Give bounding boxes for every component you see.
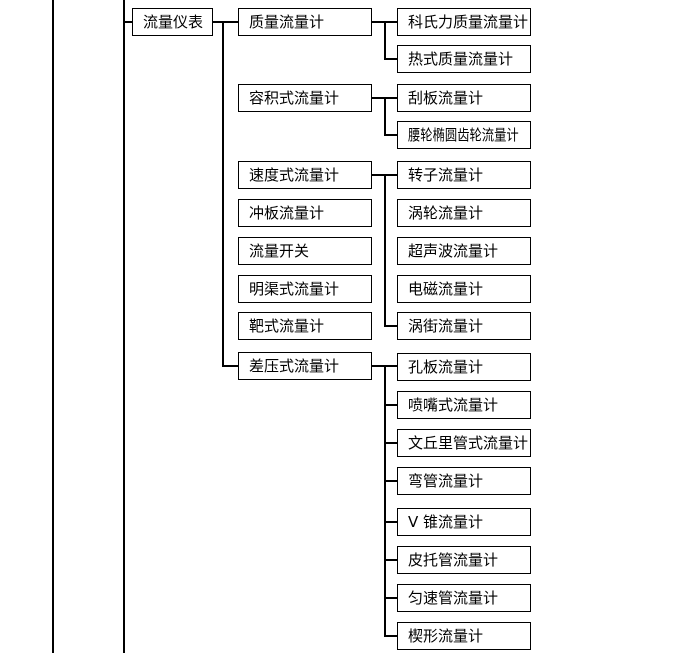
node-ultrasonic-flowmeter: 超声波流量计 [397, 237, 531, 265]
node-label: 容积式流量计 [249, 88, 340, 107]
node-label: 差压式流量计 [249, 356, 340, 375]
node-nozzle-flowmeter: 喷嘴式流量计 [397, 391, 531, 419]
connector-stub-averaging-tube [384, 597, 398, 599]
node-label: V 锥流量计 [408, 512, 484, 531]
node-label: 明渠式流量计 [249, 279, 340, 298]
connector-trunk-vertical [222, 21, 224, 367]
node-label: 皮托管流量计 [408, 550, 499, 569]
connector-rule-to-root [124, 21, 133, 23]
node-flow-switch: 流量开关 [238, 237, 372, 265]
node-wedge-flowmeter: 楔形流量计 [397, 622, 531, 650]
connector-stub-roots-oval-gear [384, 134, 398, 136]
connector-mass-bracket-vertical [384, 21, 386, 60]
node-averaging-tube-flowmeter: 匀速管流量计 [397, 584, 531, 612]
node-pitot-tube-flowmeter: 皮托管流量计 [397, 546, 531, 574]
node-label: 腰轮椭圆齿轮流量计 [408, 125, 519, 144]
connector-pd-bracket-vertical [384, 97, 386, 136]
node-label: 孔板流量计 [408, 357, 484, 376]
node-positive-displacement-flowmeter: 容积式流量计 [238, 84, 372, 112]
connector-stub-venturi [384, 442, 398, 444]
node-label: 科氏力质量流量计 [408, 12, 529, 31]
node-label: 楔形流量计 [408, 626, 484, 645]
node-label: 电磁流量计 [408, 279, 484, 298]
connector-stub-wedge [384, 635, 398, 637]
node-mass-flowmeter: 质量流量计 [238, 8, 372, 36]
node-vortex-flowmeter: 涡街流量计 [397, 312, 531, 340]
node-turbine-flowmeter: 涡轮流量计 [397, 199, 531, 227]
node-label: 热式质量流量计 [408, 49, 514, 68]
node-impact-plate-flowmeter: 冲板流量计 [238, 199, 372, 227]
connector-root-to-trunk [212, 21, 239, 23]
node-label: 刮板流量计 [408, 88, 484, 107]
connector-stub-pitot [384, 559, 398, 561]
connector-stub-nozzle [384, 404, 398, 406]
node-v-cone-flowmeter: V 锥流量计 [397, 508, 531, 536]
connector-trunk-to-differential-pressure [222, 365, 239, 367]
node-label: 质量流量计 [249, 12, 325, 31]
connector-stub-v-cone [384, 521, 398, 523]
connector-dp-bracket-vertical [384, 365, 386, 637]
node-label: 涡街流量计 [408, 316, 484, 335]
node-label: 流量开关 [249, 241, 310, 260]
page-left-rule-line [52, 0, 54, 653]
node-open-channel-flowmeter: 明渠式流量计 [238, 275, 372, 303]
node-label: 转子流量计 [408, 165, 484, 184]
connector-stub-elbow [384, 480, 398, 482]
node-label: 喷嘴式流量计 [408, 395, 499, 414]
connector-stub-thermal-mass [384, 58, 398, 60]
node-label: 冲板流量计 [249, 203, 325, 222]
node-electromagnetic-flowmeter: 电磁流量计 [397, 275, 531, 303]
node-target-flowmeter: 靶式流量计 [238, 312, 372, 340]
node-venturi-tube-flowmeter: 文丘里管式流量计 [397, 429, 531, 457]
node-label: 弯管流量计 [408, 471, 484, 490]
connector-velocity-bracket-vertical [384, 174, 386, 327]
connector-stub-vortex [384, 325, 398, 327]
node-label: 超声波流量计 [408, 241, 499, 260]
node-elbow-flowmeter: 弯管流量计 [397, 467, 531, 495]
node-scraper-flowmeter: 刮板流量计 [397, 84, 531, 112]
node-flow-instruments: 流量仪表 [132, 8, 213, 36]
node-label: 流量仪表 [143, 12, 204, 31]
node-label: 文丘里管式流量计 [408, 433, 529, 452]
node-roots-oval-gear-flowmeter: 腰轮椭圆齿轮流量计 [397, 121, 531, 149]
page-inner-rule-line [123, 0, 125, 653]
node-thermal-mass-flowmeter: 热式质量流量计 [397, 45, 531, 73]
node-differential-pressure-flowmeter: 差压式流量计 [238, 352, 372, 380]
node-rotameter: 转子流量计 [397, 161, 531, 189]
node-label: 靶式流量计 [249, 316, 325, 335]
node-label: 匀速管流量计 [408, 588, 499, 607]
node-velocity-flowmeter: 速度式流量计 [238, 161, 372, 189]
node-orifice-plate-flowmeter: 孔板流量计 [397, 353, 531, 381]
node-coriolis-mass-flowmeter: 科氏力质量流量计 [397, 8, 531, 36]
node-label: 速度式流量计 [249, 165, 340, 184]
node-label: 涡轮流量计 [408, 203, 484, 222]
